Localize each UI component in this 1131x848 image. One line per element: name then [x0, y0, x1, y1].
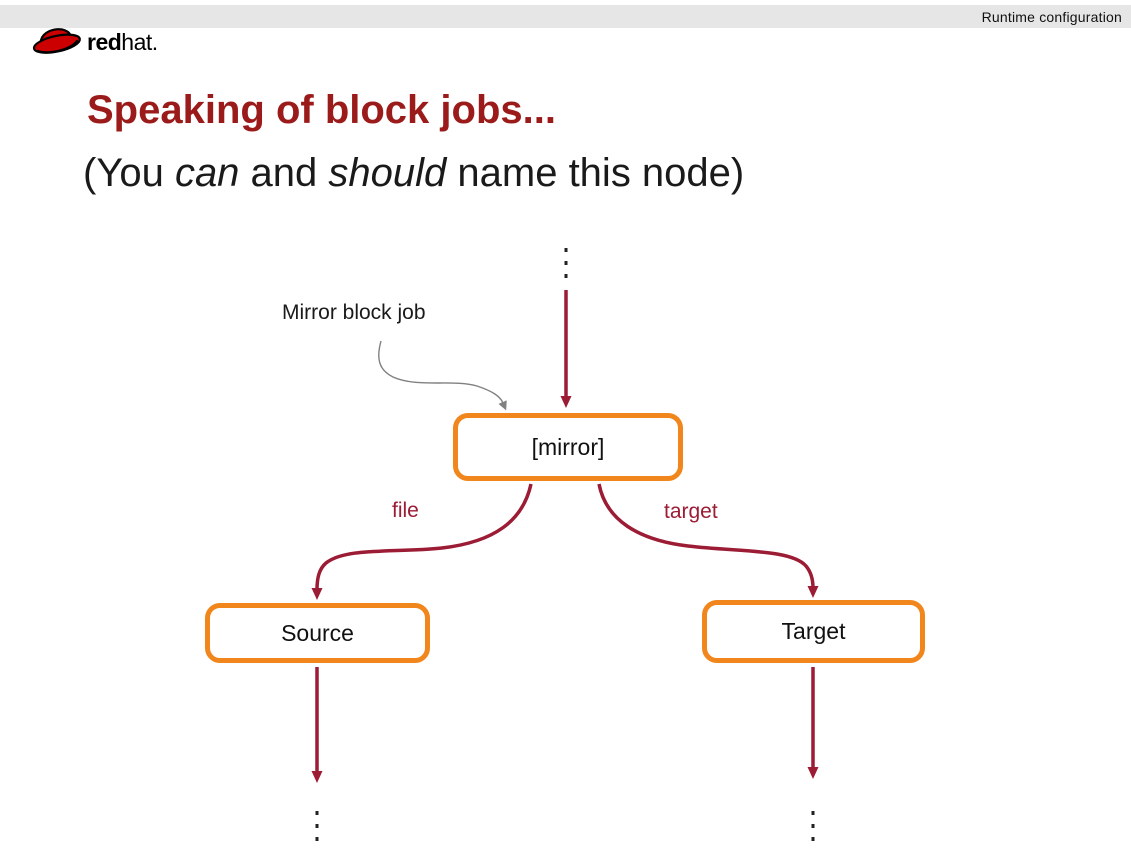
ellipsis-below-target [811, 811, 815, 841]
node-mirror-label: [mirror] [531, 433, 605, 460]
subtitle-part: and [239, 151, 329, 195]
mirror-block-job-label: Mirror block job [282, 301, 426, 324]
subtitle-part: name this node) [446, 151, 745, 195]
logo-text-hat: hat. [121, 29, 158, 55]
annotation-arrow [378, 340, 507, 411]
redhat-logo: redhat. [30, 13, 158, 57]
node-source-label: Source [281, 619, 354, 646]
edge-label-target: target [664, 500, 718, 523]
section-title: Runtime configuration [981, 8, 1122, 25]
slide-title: Speaking of block jobs... [87, 88, 556, 132]
edge-file-curve [311, 483, 533, 600]
edge-label-file: file [392, 499, 419, 522]
subtitle-italic-can: can [174, 151, 240, 195]
node-target-label: Target [781, 618, 846, 644]
ellipsis-below-source [315, 811, 319, 841]
redhat-fedora-icon [32, 28, 81, 54]
redhat-logo-text: redhat. [87, 31, 158, 54]
node-mirror: [mirror] [453, 413, 683, 481]
node-source: Source [205, 603, 430, 663]
node-target: Target [702, 600, 925, 663]
logo-text-red: red [87, 29, 122, 55]
subtitle-part: (You [83, 151, 175, 195]
subtitle-italic-should: should [328, 151, 447, 195]
slide-subtitle: (You can and should name this node) [83, 150, 744, 196]
ellipsis-top [564, 248, 568, 278]
section-header-bar: Runtime configuration [0, 5, 1131, 28]
